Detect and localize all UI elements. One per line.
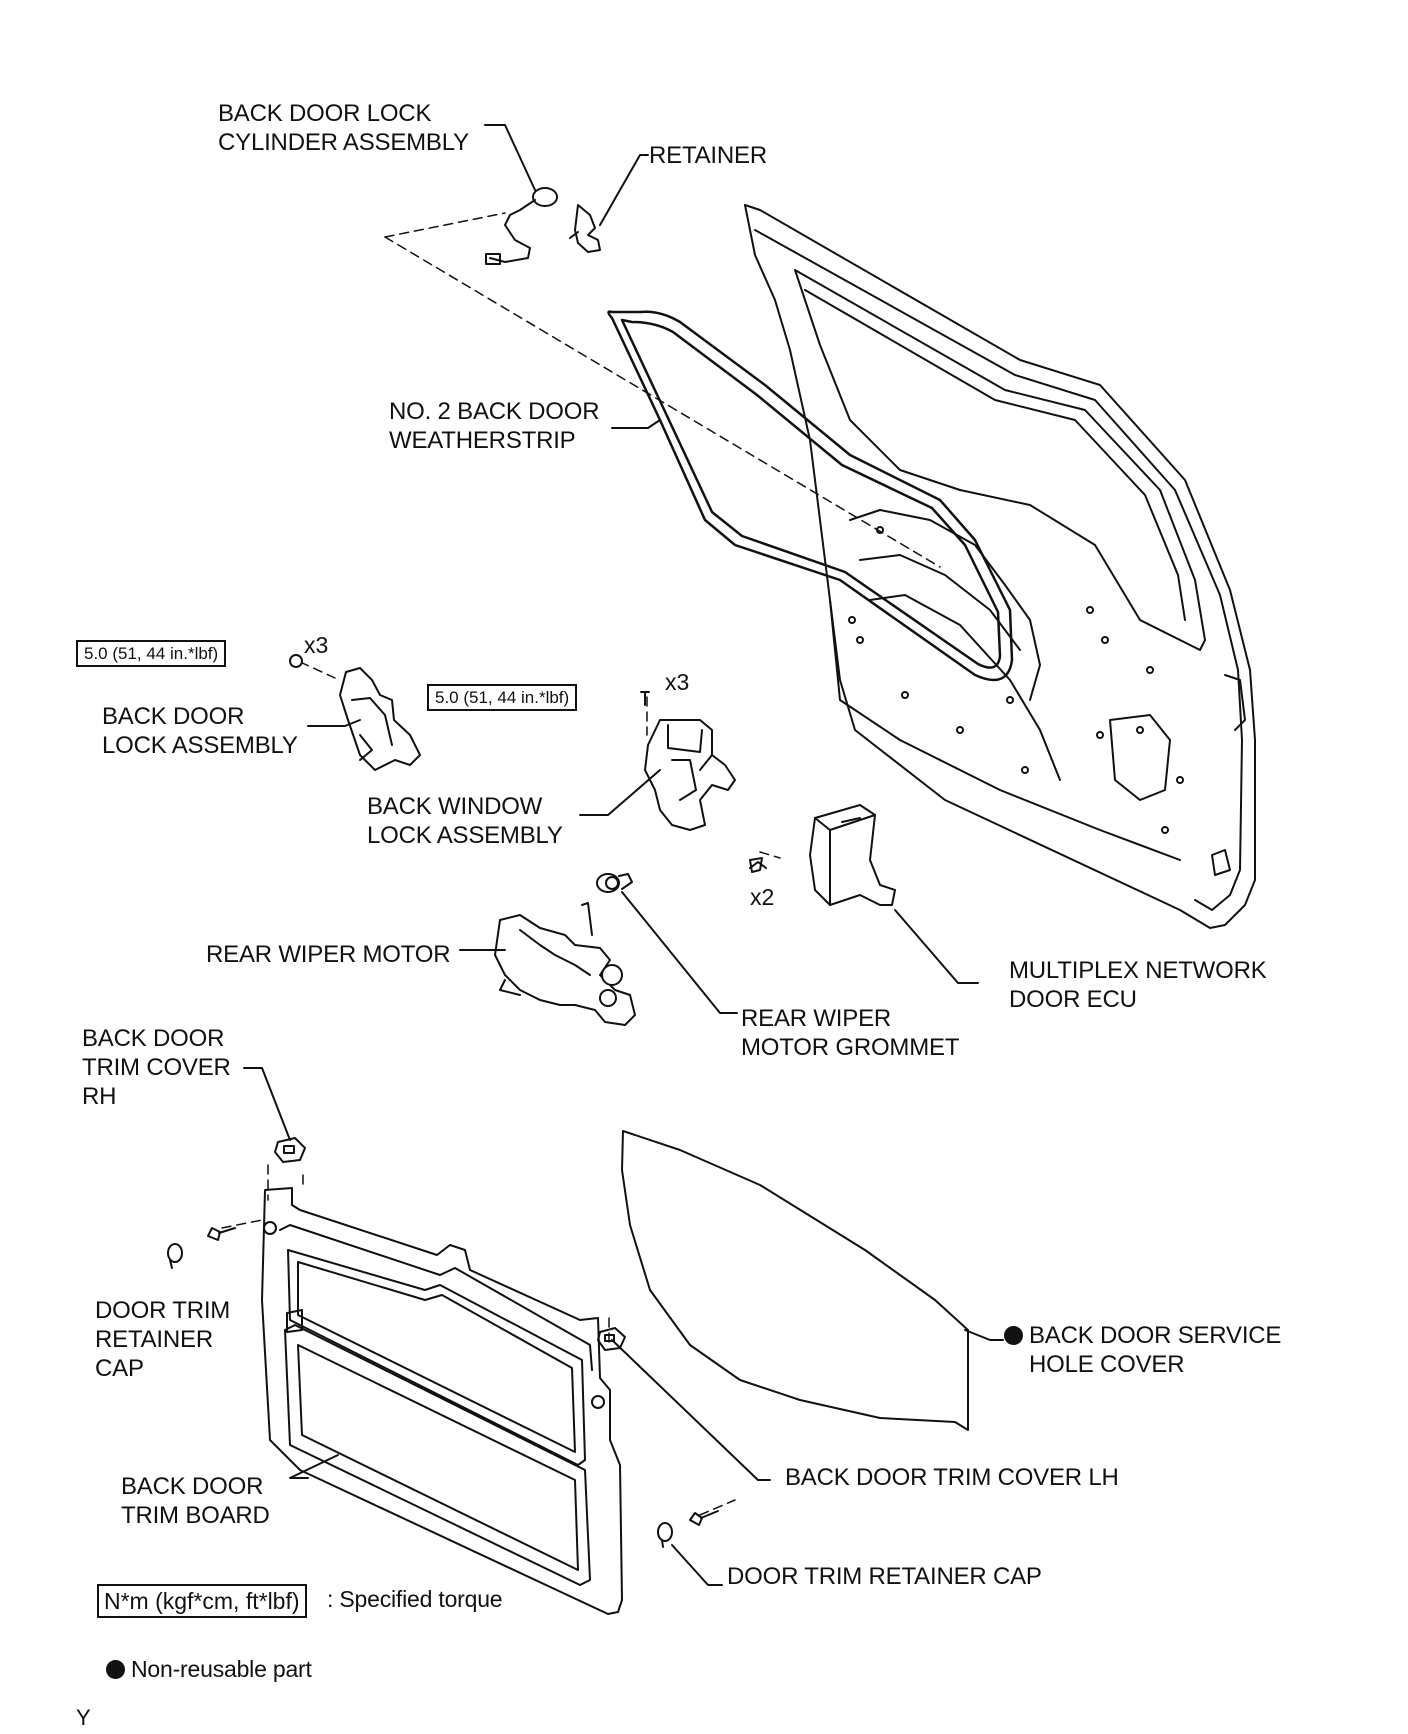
trim-board-shape: [261, 1187, 623, 1615]
label-rear-wiper-motor: REAR WIPER MOTOR: [206, 941, 451, 968]
torque-box-window-lock: 5.0 (51, 44 in.*lbf): [427, 684, 578, 711]
label-back-window-lock: BACK WINDOW LOCK ASSEMBLY: [367, 793, 563, 849]
qty-ecu-bolts: x2: [750, 884, 775, 910]
legend-non-reusable-text: Non-reusable part: [131, 1656, 312, 1682]
weatherstrip-shape: [607, 310, 1014, 682]
legend-non-reusable: Non-reusable part: [106, 1655, 312, 1684]
qty-window-lock-bolts: x3: [665, 669, 690, 695]
lock-cylinder-shape: [485, 187, 558, 265]
label-trim-board: BACK DOOR TRIM BOARD: [121, 1473, 270, 1529]
rear-wiper-motor-shape: [494, 902, 636, 1026]
label-wiper-grommet: REAR WIPER MOTOR GROMMET: [741, 1005, 960, 1061]
label-retainer: RETAINER: [649, 142, 767, 169]
legend-torque-desc: : Specified torque: [327, 1586, 503, 1612]
trim-cover-rh-shape: [274, 1137, 306, 1163]
footer-code: Y: [76, 1705, 91, 1730]
leader-lines: [243, 124, 1004, 1586]
torque-box-lock: 5.0 (51, 44 in.*lbf): [76, 640, 227, 667]
label-retainer-cap-left: DOOR TRIM RETAINER CAP: [95, 1297, 231, 1382]
qty-lock-bolts: x3: [304, 632, 329, 658]
non-reusable-legend-dot-icon: [106, 1660, 125, 1679]
ecu-bolt-shape: [749, 857, 763, 873]
wiper-grommet-shape: [596, 873, 633, 893]
back-door-lock-shape: [289, 654, 421, 771]
label-trim-cover-rh: BACK DOOR TRIM COVER RH: [82, 1025, 231, 1110]
label-multiplex-ecu: MULTIPLEX NETWORK DOOR ECU: [1009, 957, 1267, 1013]
retainer-shape: [569, 204, 601, 253]
non-reusable-dot-icon: [1004, 1326, 1023, 1345]
label-weatherstrip: NO. 2 BACK DOOR WEATHERSTRIP: [389, 398, 600, 454]
retainer-cap-right-shape: [657, 1510, 719, 1548]
label-trim-cover-lh: BACK DOOR TRIM COVER LH: [785, 1464, 1119, 1491]
back-door-panel: [744, 204, 1256, 929]
label-service-hole-cover: BACK DOOR SERVICE HOLE COVER: [1004, 1321, 1281, 1379]
label-back-door-lock: BACK DOOR LOCK ASSEMBLY: [102, 703, 298, 759]
label-retainer-cap-right: DOOR TRIM RETAINER CAP: [727, 1563, 1042, 1590]
label-service-hole-cover-text: BACK DOOR SERVICE HOLE COVER: [1029, 1322, 1282, 1378]
retainer-cap-left-shape: [167, 1227, 236, 1269]
trim-cover-lh-shape: [597, 1327, 626, 1351]
label-lock-cylinder: BACK DOOR LOCK CYLINDER ASSEMBLY: [218, 100, 469, 156]
service-hole-cover-shape: [621, 1130, 969, 1431]
multiplex-ecu-shape: [749, 804, 896, 906]
legend-torque-unit: N*m (kgf*cm, ft*lbf): [97, 1584, 307, 1618]
back-window-lock-shape: [640, 691, 736, 831]
